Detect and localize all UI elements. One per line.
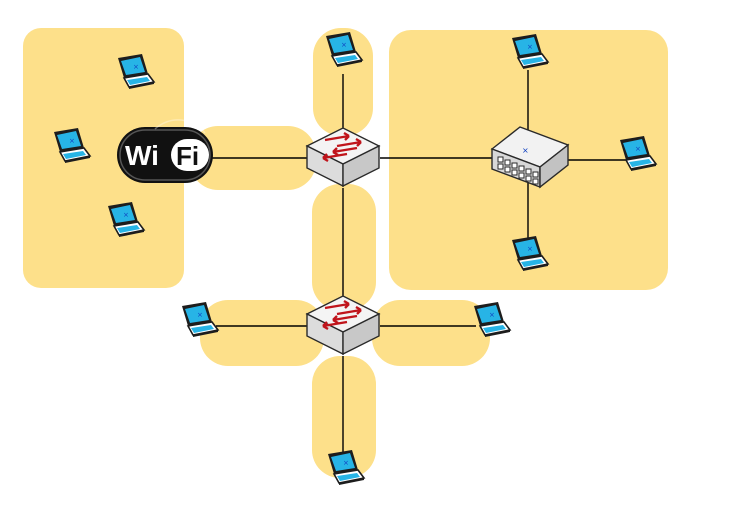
wifi-badge: Wi Fi: [117, 119, 213, 183]
switch: ×: [490, 126, 570, 189]
zone-bottom-laptop: [312, 356, 376, 478]
svg-text:×: ×: [522, 146, 529, 155]
zone-right-laptop: [372, 300, 490, 366]
zone-wireless: [23, 28, 184, 288]
zone-left-laptop: [200, 300, 324, 366]
router-top: [305, 126, 381, 188]
zones: [23, 28, 668, 478]
wifi-text-left: Wi: [125, 140, 159, 171]
wifi-text-right: Fi: [176, 141, 199, 171]
zone-router-link: [312, 184, 376, 310]
